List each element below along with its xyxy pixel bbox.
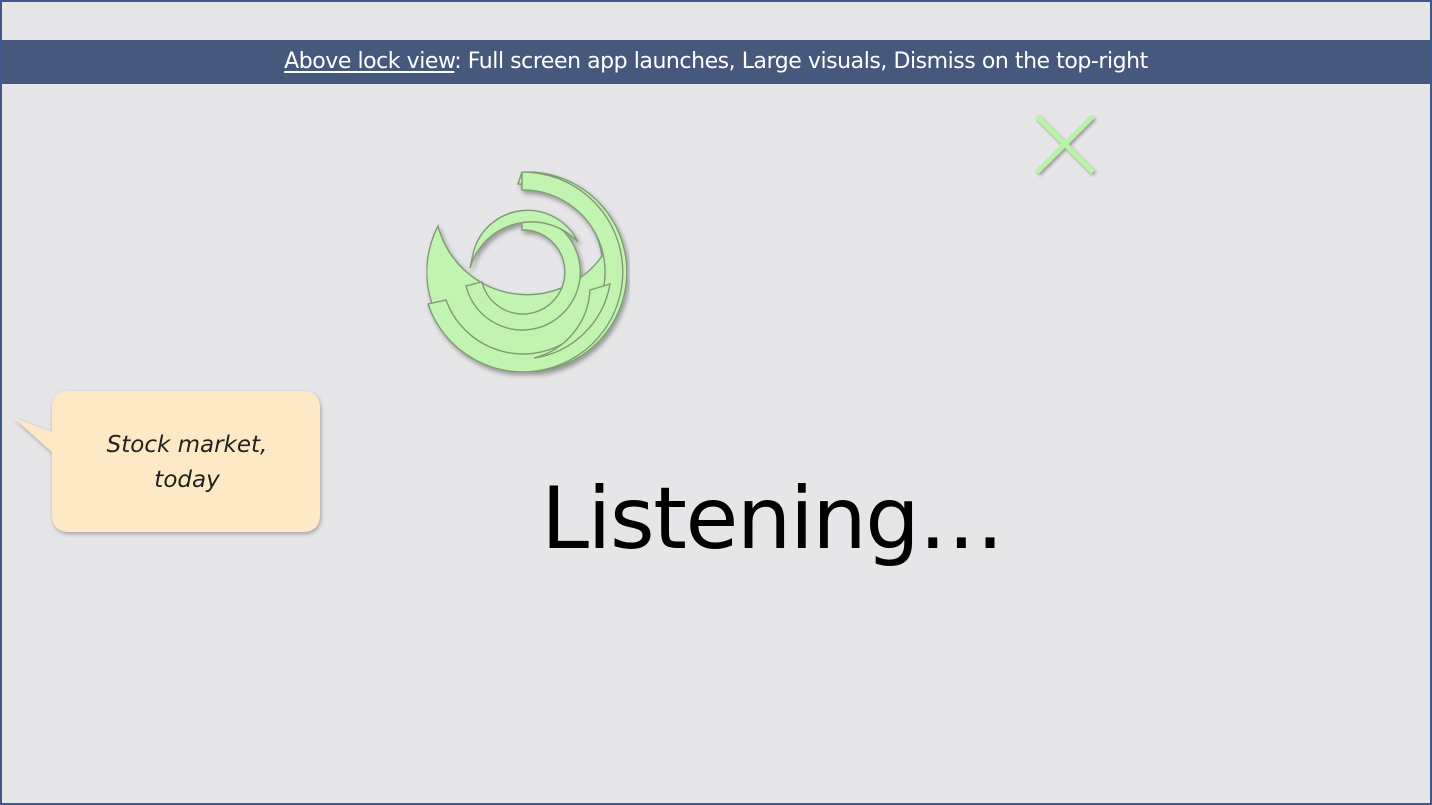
close-icon xyxy=(1035,114,1095,174)
speech-line-1: Stock market, xyxy=(106,432,268,458)
assistant-logo xyxy=(414,164,630,380)
speech-bubble: Stock market, today xyxy=(10,388,330,548)
listening-status: Listening… xyxy=(541,469,1004,569)
speech-bubble-text: Stock market, today xyxy=(62,428,312,498)
assistant-swirl-icon xyxy=(426,171,628,373)
speech-line-2: today xyxy=(154,467,220,493)
banner-title-underlined: Above lock view xyxy=(284,49,455,74)
speech-bubble-shape xyxy=(14,391,320,532)
dismiss-button[interactable] xyxy=(1028,108,1104,184)
header-banner: Above lock view: Full screen app launche… xyxy=(2,40,1430,84)
banner-title-rest: : Full screen app launches, Large visual… xyxy=(454,49,1148,74)
